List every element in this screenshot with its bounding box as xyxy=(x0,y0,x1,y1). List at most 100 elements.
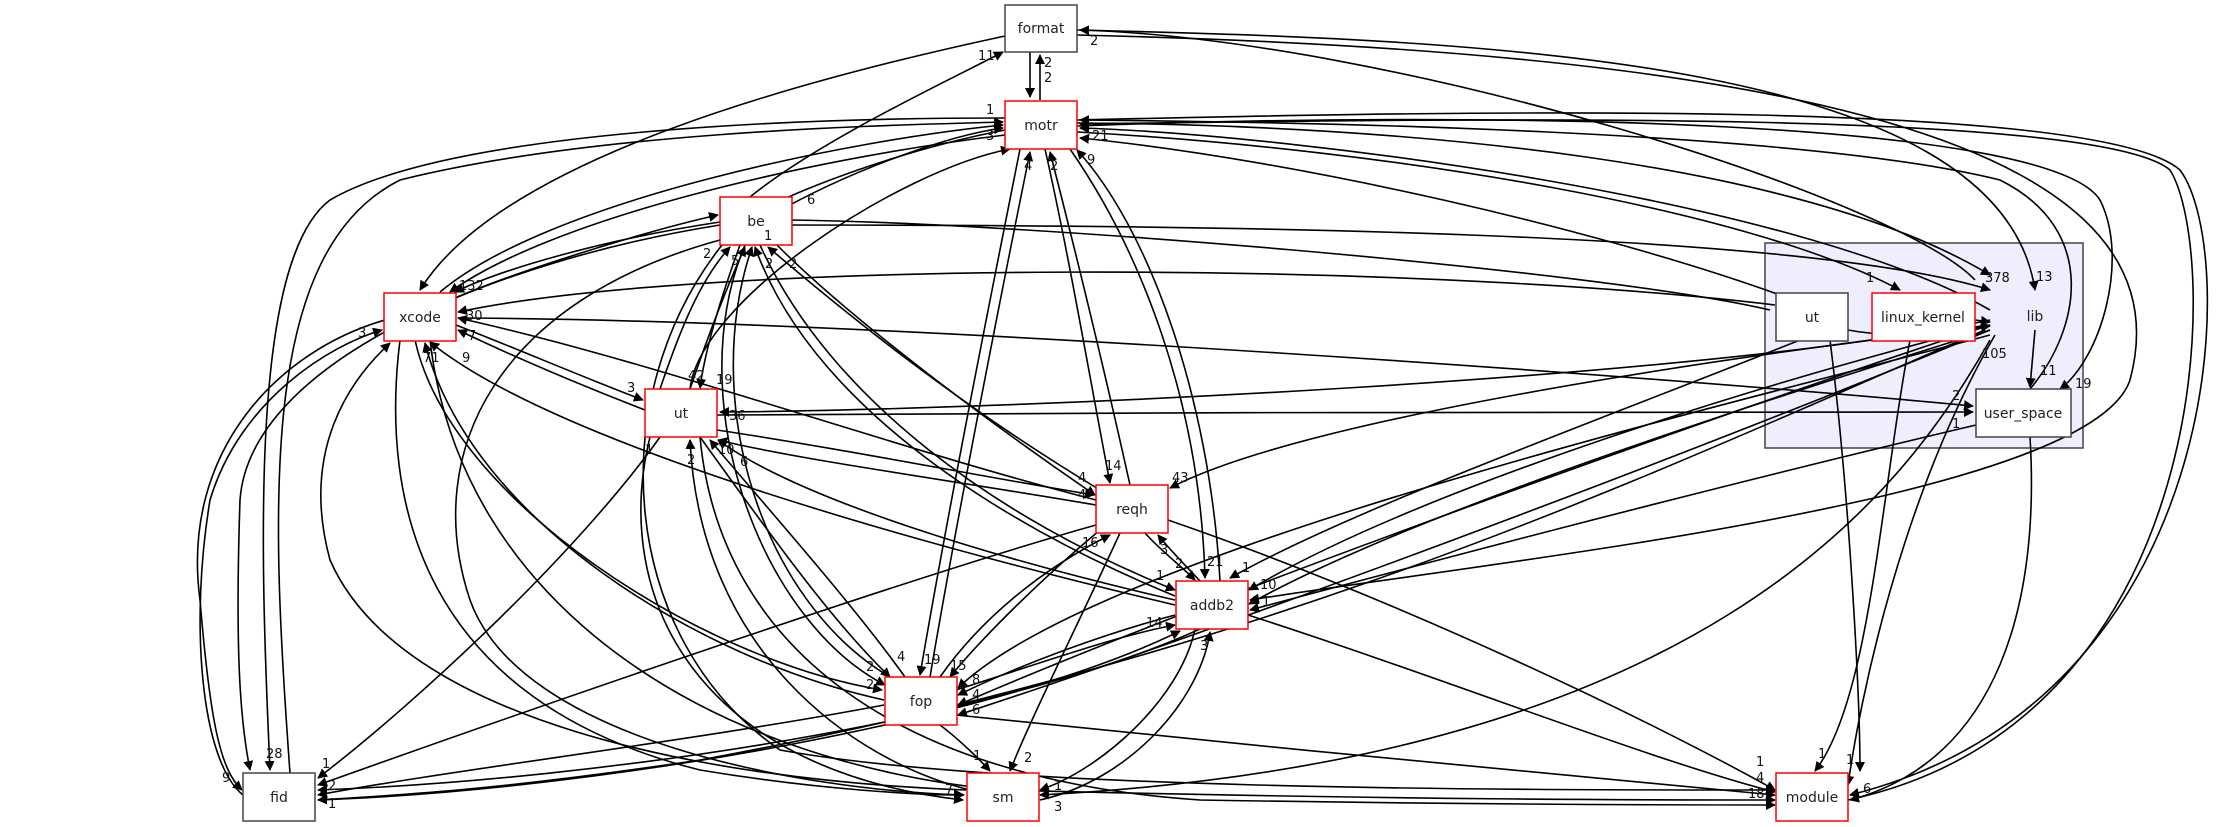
edge-ut-sm[interactable] xyxy=(640,436,964,804)
edge-addb2-sm[interactable] xyxy=(1039,628,1196,792)
edge-be-xcode[interactable] xyxy=(454,221,721,293)
edge-sm-ut[interactable] xyxy=(685,439,971,791)
edge-xcode-fid[interactable] xyxy=(196,319,386,791)
edge-motr-reqh[interactable] xyxy=(1044,148,1114,484)
edge-format-lib[interactable] xyxy=(1076,29,2039,291)
edge-format-addb2[interactable] xyxy=(1076,34,2138,604)
node-ut[interactable]: ut xyxy=(644,388,718,438)
edge-fop-motr[interactable] xyxy=(929,151,1034,678)
node-xcode[interactable]: xcode xyxy=(383,292,457,342)
edge-ut-fid[interactable] xyxy=(317,436,661,779)
edge-reqh-be[interactable] xyxy=(767,246,1101,491)
node-format[interactable]: format xyxy=(1004,4,1078,53)
edge-lib-motr[interactable] xyxy=(1079,123,1991,311)
edge-addb2-motr[interactable] xyxy=(1076,149,1221,582)
node-module[interactable]: module xyxy=(1775,772,1849,822)
edge-fop-addb2[interactable] xyxy=(955,621,1176,691)
edge-sm-addb2[interactable] xyxy=(1039,631,1214,801)
edge-fop-sm[interactable] xyxy=(939,724,991,772)
edge-be-addb2[interactable] xyxy=(759,244,1176,592)
edge-motr-linux-kernel[interactable] xyxy=(1076,131,1901,291)
edge-fid-xcode[interactable] xyxy=(199,327,383,796)
node-linux-kernel[interactable]: linux_kernel xyxy=(1871,292,1976,342)
edge-lib-be[interactable] xyxy=(771,215,1771,311)
edge-user-space-module[interactable] xyxy=(1849,436,2033,803)
node-addb2[interactable]: addb2 xyxy=(1175,580,1249,630)
edge-xcode-ut[interactable] xyxy=(455,324,644,402)
edge-reqh-motr[interactable] xyxy=(1047,151,1131,486)
lib-cluster[interactable]: lib xyxy=(1764,242,2084,449)
edge-module-motr[interactable] xyxy=(1079,118,2194,801)
edge-reqh-xcode[interactable] xyxy=(457,315,1097,501)
edge-user-space-addb2[interactable] xyxy=(1249,424,1977,613)
edge-lib-ut-motr[interactable] xyxy=(1079,133,1781,296)
edge-lib-addb2-2[interactable] xyxy=(1248,329,1991,605)
edge-fop-ut[interactable] xyxy=(709,439,906,678)
edge-be-fid[interactable] xyxy=(237,224,721,771)
edge-lib-sm[interactable] xyxy=(1039,339,1991,800)
edge-addb2-reqh[interactable] xyxy=(1157,534,1201,582)
edge-fop-module[interactable] xyxy=(955,714,1776,800)
edge-reqh-module[interactable] xyxy=(1167,519,1776,791)
edge-reqh-ut[interactable] xyxy=(717,437,1097,506)
edge-motr-fop[interactable] xyxy=(916,148,1021,676)
edge-ut-user-space[interactable] xyxy=(716,407,1974,418)
edge-motr-user-space[interactable] xyxy=(1076,118,2113,390)
edge-linux-kernel-module[interactable] xyxy=(1814,339,1911,772)
edge-xcode-user-space[interactable] xyxy=(457,317,1974,411)
edge-xcode-fop[interactable] xyxy=(414,339,883,694)
edge-ut-module[interactable] xyxy=(699,436,1776,810)
edge-fop-xcode[interactable] xyxy=(422,342,885,701)
edge-ut-reqh[interactable] xyxy=(716,429,1095,499)
node-lib-ut[interactable]: ut xyxy=(1775,292,1849,342)
edge-lib-ut-module[interactable] xyxy=(1829,339,1865,772)
edge-motr-module[interactable] xyxy=(1076,112,2209,798)
edge-lib-format[interactable] xyxy=(1079,25,1976,281)
edge-fid-addb2[interactable] xyxy=(317,630,1181,801)
edge-addb2-module[interactable] xyxy=(1247,614,1776,795)
edge-user-space-motr[interactable] xyxy=(1079,115,2073,390)
edge-reqh-addb2[interactable] xyxy=(1144,532,1196,581)
node-sm[interactable]: sm xyxy=(966,772,1040,822)
edge-xcode-sm[interactable] xyxy=(394,339,964,800)
edge-lib-reqh[interactable] xyxy=(1169,324,1991,489)
edge-ut-xcode[interactable] xyxy=(457,329,646,411)
edge-fid-motr[interactable] xyxy=(277,117,1004,774)
edge-lib-addb2-1[interactable] xyxy=(1248,324,1991,591)
edge-reqh-fop[interactable] xyxy=(949,529,1101,678)
edge-lib-ut-addb2[interactable] xyxy=(1229,339,1801,579)
edge-motr-lib[interactable] xyxy=(1076,122,1991,276)
edge-addb2-ut[interactable] xyxy=(717,439,1176,601)
edge-xcode-motr[interactable] xyxy=(439,120,1004,293)
edge-reqh-fid[interactable] xyxy=(317,524,1097,787)
node-be[interactable]: be xyxy=(719,196,793,246)
edge-be-reqh[interactable] xyxy=(771,239,1096,496)
edge-reqh-sm[interactable] xyxy=(1008,532,1121,772)
edge-addb2-fop[interactable] xyxy=(957,614,1176,696)
node-reqh[interactable]: reqh xyxy=(1095,484,1169,534)
edge-lib-user-space[interactable] xyxy=(2025,329,2036,388)
node-motr[interactable]: motr xyxy=(1004,100,1078,150)
edge-motr-fid[interactable] xyxy=(262,117,1006,771)
edge-be-format[interactable] xyxy=(749,51,1004,198)
edge-ut-fop[interactable] xyxy=(699,436,891,678)
edge-sm-xcode[interactable] xyxy=(320,342,967,791)
edge-fop-fid[interactable] xyxy=(317,704,885,799)
edge-addb2-xcode[interactable] xyxy=(429,341,1176,606)
edge-be-motr[interactable] xyxy=(771,124,1004,216)
edge-ut-motr[interactable] xyxy=(689,145,1011,390)
edge-ut-be-1[interactable] xyxy=(659,246,731,390)
edge-linux-kernel-lib[interactable] xyxy=(1974,315,1991,326)
node-user-space[interactable]: user_space xyxy=(1975,388,2072,438)
node-fid[interactable]: fid xyxy=(242,772,316,822)
edge-format-xcode[interactable] xyxy=(419,35,1006,291)
edge-motr-addb2[interactable] xyxy=(1069,148,1210,579)
edge-fop-be[interactable] xyxy=(732,246,891,678)
edge-lib-fop-3[interactable] xyxy=(957,334,1991,689)
edge-motr-xcode[interactable] xyxy=(449,134,1006,293)
edge-be-lib[interactable] xyxy=(771,224,1991,293)
edge-lib-module-curve[interactable] xyxy=(1844,334,1996,786)
edge-lib-fid[interactable] xyxy=(317,329,1986,805)
edge-addb2-be[interactable] xyxy=(753,246,1176,597)
edge-fop-reqh[interactable] xyxy=(939,534,1111,678)
